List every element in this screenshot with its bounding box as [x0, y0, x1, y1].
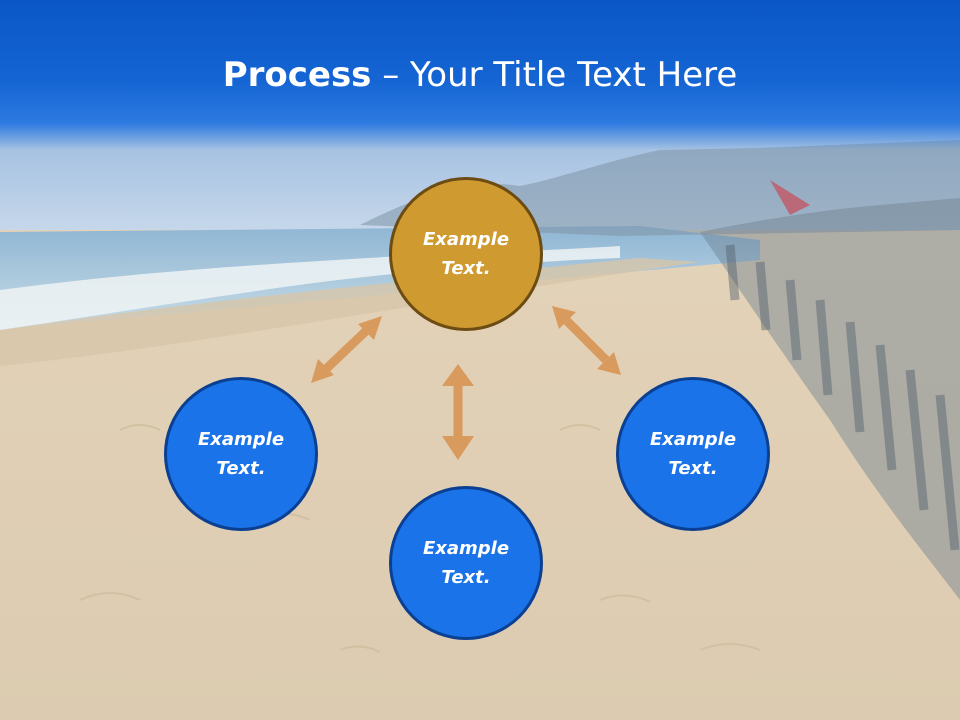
process-step-center-label: Example Text.	[422, 229, 510, 279]
double-arrow-icon-vertical	[442, 364, 474, 460]
slide-title-rest: – Your Title Text Here	[371, 55, 738, 95]
process-step-right: Example Text.	[616, 377, 770, 531]
double-arrow-icon-right-diagonal	[552, 306, 621, 375]
slide-title-strong: Process	[222, 55, 372, 95]
process-step-left: Example Text.	[164, 377, 318, 531]
process-step-bottom-label: Example Text.	[422, 538, 510, 588]
slide-title: Process – Your Title Text Here	[0, 52, 960, 98]
process-step-left-label: Example Text.	[197, 429, 285, 479]
process-step-center: Example Text.	[389, 177, 543, 331]
process-step-right-label: Example Text.	[649, 429, 737, 479]
process-step-bottom: Example Text.	[389, 486, 543, 640]
double-arrow-icon-left-diagonal	[311, 316, 382, 383]
title-bar: Process – Your Title Text Here	[0, 0, 960, 150]
